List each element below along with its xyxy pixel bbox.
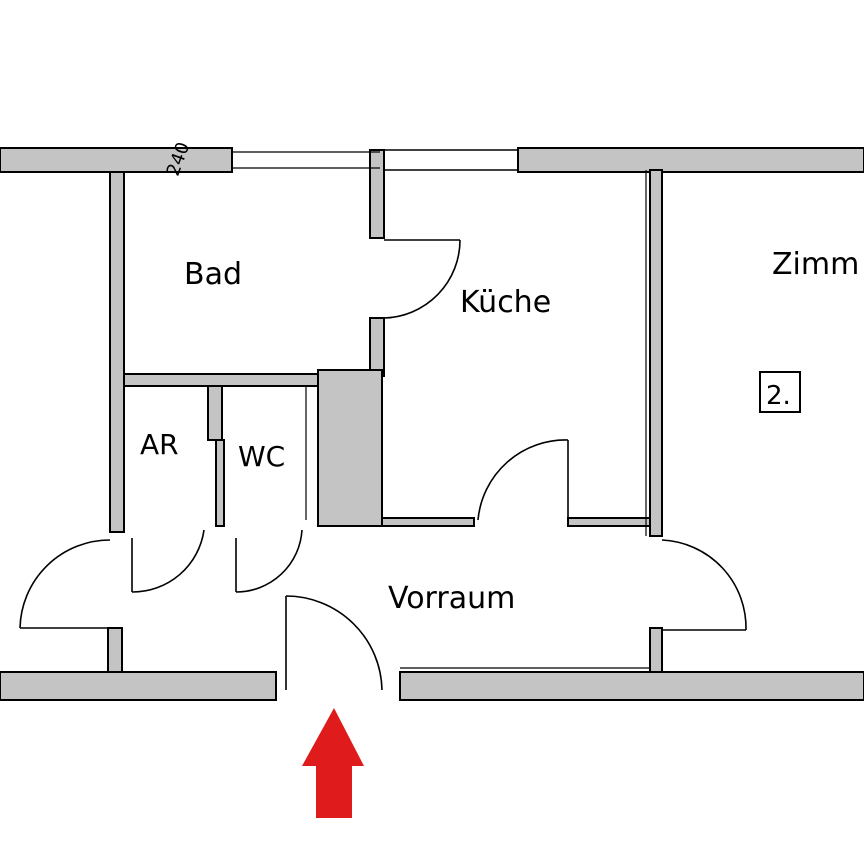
wall-bad-kueche-upper [369,149,385,239]
room-label-kueche: Küche [460,285,551,320]
room-number: 2. [766,381,791,411]
door-arc-kueche [477,439,569,521]
door-arc-bad [383,239,461,319]
room-number-box [759,371,801,413]
wall-bottom-left [0,671,277,701]
room-label-ar: AR [140,428,179,461]
door-arc-entrance [285,595,383,691]
room-label-bad: Bad [184,257,242,292]
wall-left-lower-stub [107,627,123,673]
door-arc-wc [235,529,303,593]
wall-bad-bottom [123,373,331,387]
walls [0,147,864,701]
wall-top-right [517,147,864,173]
wall-vorraum-right [649,627,663,673]
room-label-zimmer: Zimm [772,247,859,282]
wall-left-inner [109,171,125,533]
door-arc-zimmer [661,539,747,631]
wall-top-left [0,147,233,173]
entrance-arrow [302,708,364,818]
room-label-vorraum: Vorraum [388,581,515,616]
wall-kueche-zimmer [649,169,663,537]
door-swings [19,239,747,691]
sketch-lines [232,151,650,669]
room-label-wc: WC [238,440,285,473]
door-arc-ar [131,529,205,593]
wall-kueche-bottom-left [381,517,475,527]
wall-ar-wc-lower [215,439,225,527]
installation-shaft [317,369,383,527]
door-arc-left [19,539,111,629]
wall-bad-kueche-lower [369,317,385,377]
wall-top-middle [379,149,521,171]
wall-ar-wc-upper [207,385,223,441]
wall-bottom-right [399,671,864,701]
